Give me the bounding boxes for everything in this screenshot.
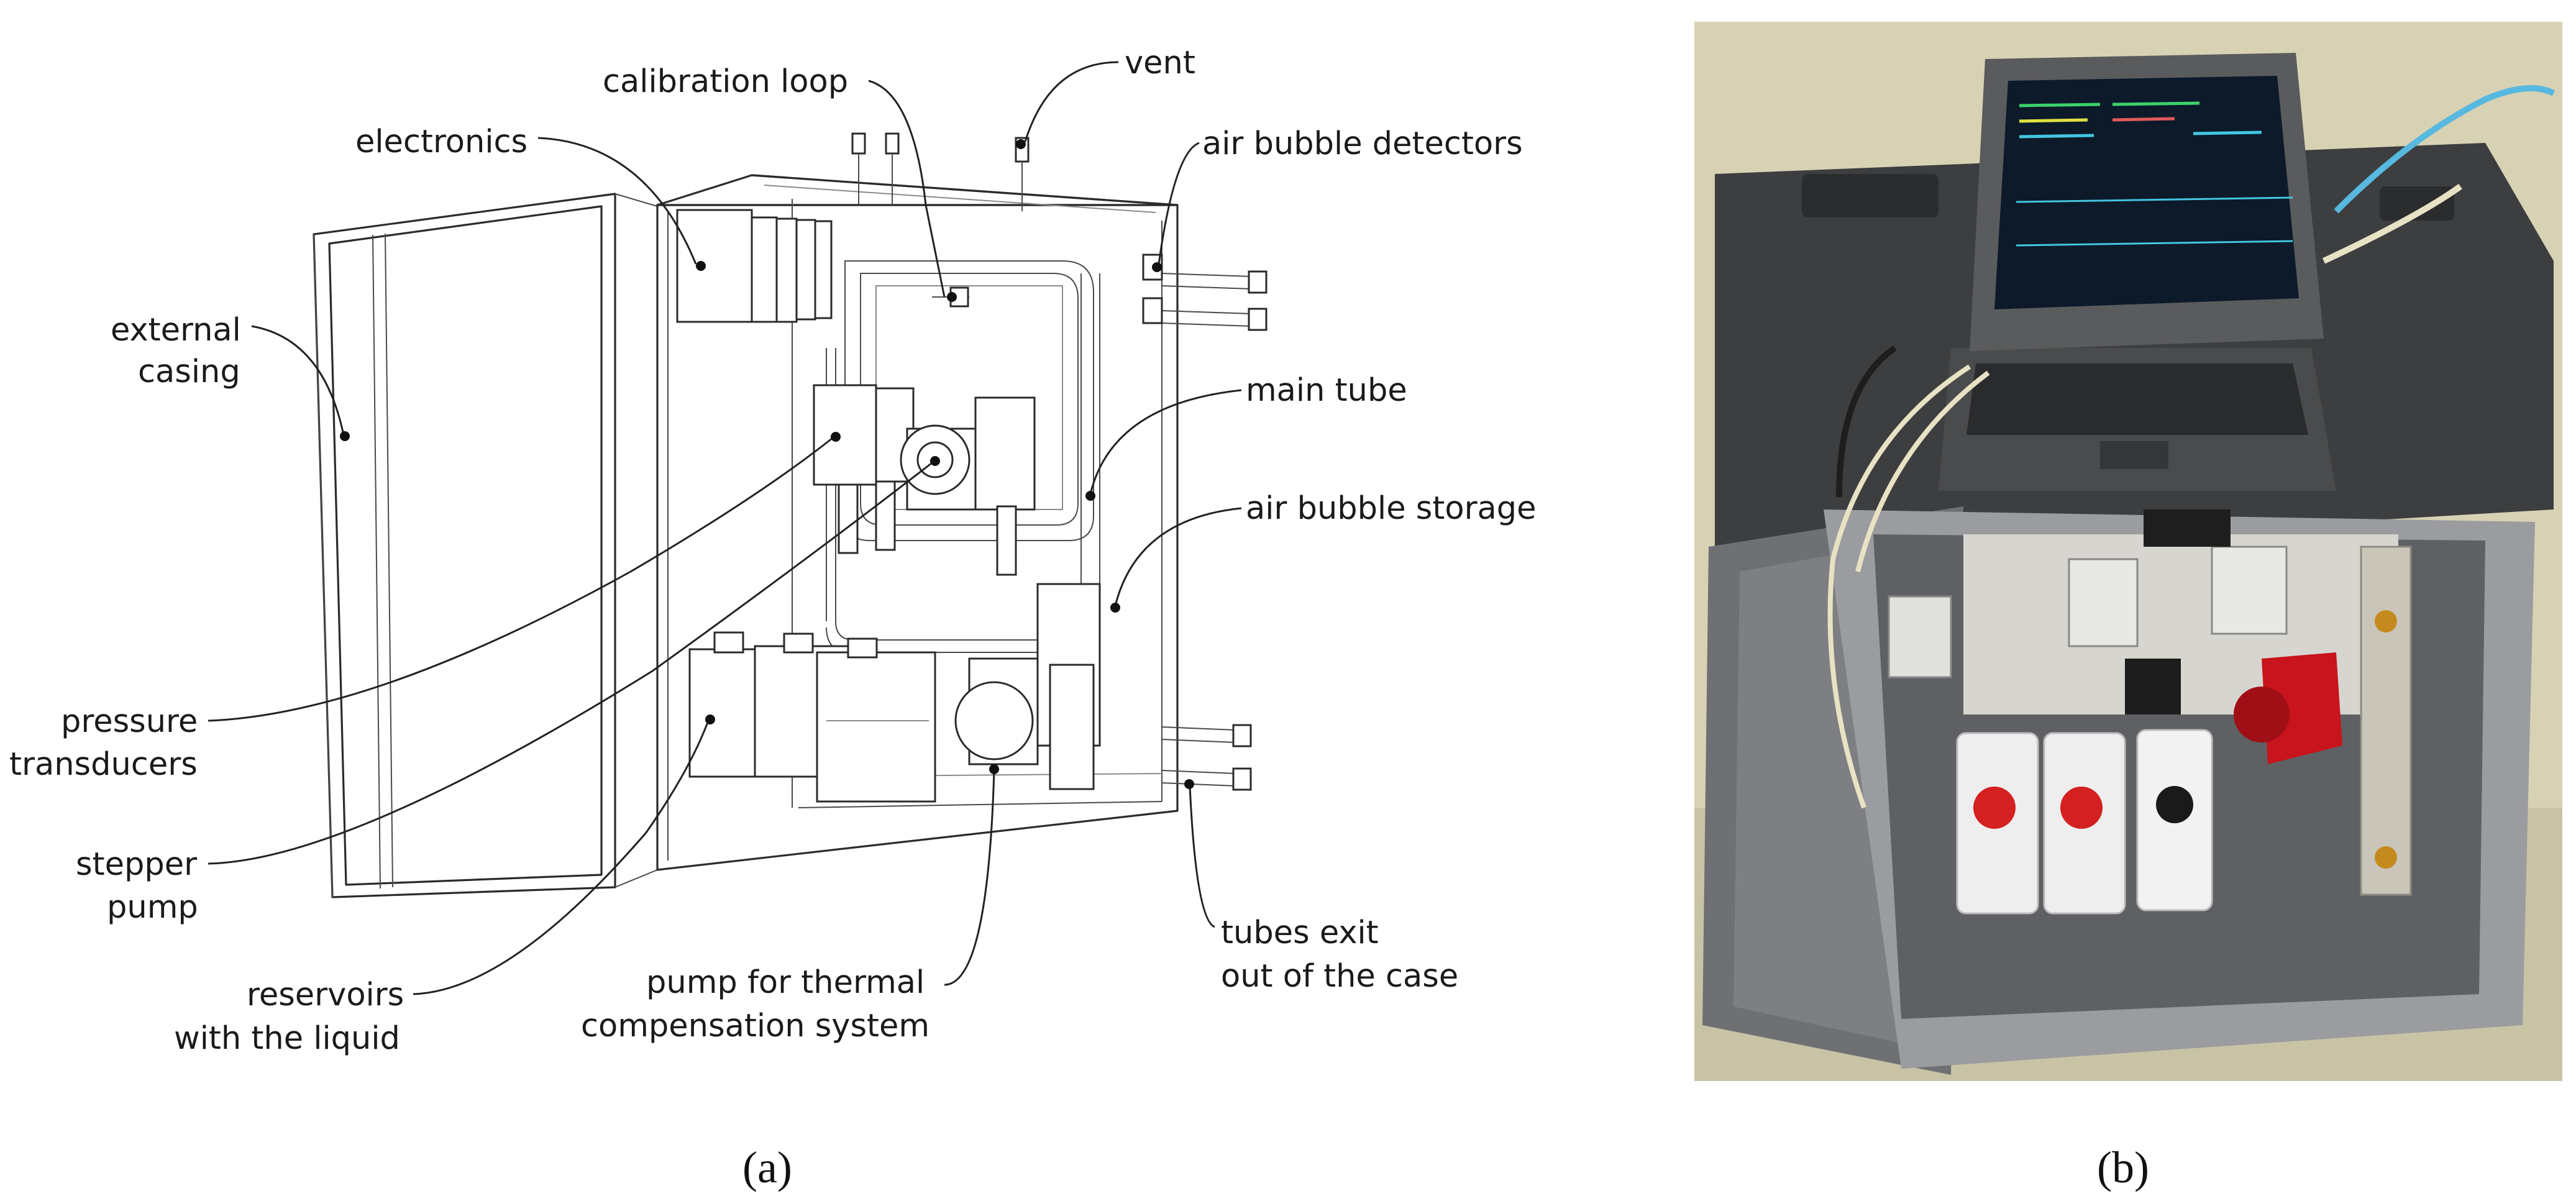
label-pump-thermal-1: pump for thermal <box>646 964 925 1001</box>
leader-external-casing <box>251 325 345 436</box>
laptop-screen <box>1994 76 2299 309</box>
leader-air-bubble-storage <box>1114 507 1242 606</box>
dot-tubes-exit <box>1184 779 1194 789</box>
leader-electronics <box>537 137 697 265</box>
label-air-bubble-detectors: air bubble detectors <box>1202 126 1523 162</box>
leader-main-tube <box>1089 389 1242 495</box>
label-air-bubble-storage: air bubble storage <box>1246 490 1537 527</box>
dot-external-casing <box>340 431 350 441</box>
air-bubble-storage <box>1036 583 1101 790</box>
reservoirs <box>688 631 936 803</box>
label-electronics: electronics <box>355 124 528 160</box>
door-external-casing <box>313 193 658 898</box>
label-reservoirs-1: reservoirs <box>247 977 404 1013</box>
thermal-compensation-pump <box>954 657 1039 765</box>
caption-panel-a: (a) <box>742 1143 792 1192</box>
label-main-tube: main tube <box>1246 372 1407 409</box>
electronics-modules <box>676 209 833 323</box>
dot-main-tube <box>1085 491 1095 501</box>
top-tubes <box>851 132 1030 211</box>
leader-pressure-transducers <box>208 437 833 722</box>
leader-vent <box>1024 61 1119 142</box>
leader-air-bubble-detectors <box>1158 142 1200 265</box>
dot-pressure-transducers <box>831 432 841 442</box>
panel-a-labels: calibration loop vent electronics air bu… <box>9 45 1537 1057</box>
dot-vent <box>1016 139 1026 149</box>
leader-reservoirs <box>413 720 710 995</box>
label-pump-thermal-2: compensation system <box>581 1008 929 1044</box>
stepper-pump <box>900 424 977 511</box>
leader-calibration-loop <box>868 80 946 298</box>
dot-reservoirs <box>705 715 715 724</box>
leader-lines <box>208 61 1242 995</box>
label-pressure-transducers-2: transducers <box>9 746 198 783</box>
label-tubes-exit-2: out of the case <box>1221 958 1458 995</box>
leader-tubes-exit <box>1189 785 1215 928</box>
dot-air-bubble-detectors <box>1152 262 1162 272</box>
red-pump <box>2262 652 2342 764</box>
dot-electronics <box>696 261 706 271</box>
label-calibration-loop: calibration loop <box>603 63 848 100</box>
label-pressure-transducers-1: pressure <box>61 703 198 740</box>
dot-calibration-loop <box>947 292 957 302</box>
panel-b-photo <box>1694 22 2562 1081</box>
pressure-transducers <box>813 384 1036 576</box>
panel-a-drawing <box>313 132 1267 898</box>
label-tubes-exit-1: tubes exit <box>1221 915 1379 951</box>
leader-stepper-pump <box>208 462 933 865</box>
dot-air-bubble-storage <box>1110 603 1120 613</box>
dot-thermal-pump <box>989 764 999 774</box>
label-external-casing-2: casing <box>138 354 240 390</box>
dot-stepper-pump <box>930 456 940 466</box>
label-vent: vent <box>1125 45 1195 81</box>
label-stepper-pump-2: pump <box>107 889 198 926</box>
label-external-casing-1: external <box>111 312 241 349</box>
label-stepper-pump-1: stepper <box>76 846 197 883</box>
caption-panel-b: (b) <box>2097 1143 2149 1192</box>
label-reservoirs-2: with the liquid <box>174 1020 400 1057</box>
leader-thermal-pump <box>944 770 995 986</box>
